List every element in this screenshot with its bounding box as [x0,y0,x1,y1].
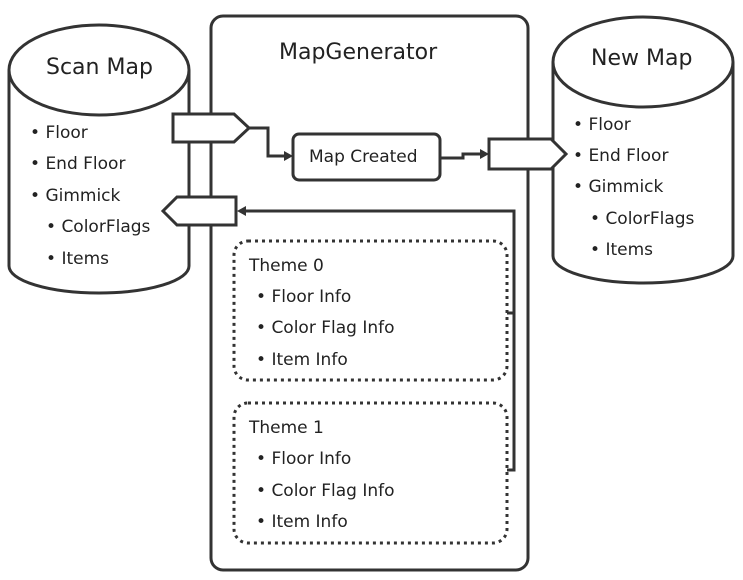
theme1-feedback-line [507,313,516,472]
theme-0-box [232,239,509,382]
new-map-item-end-floor: End Floor [573,146,668,166]
theme-0-title: Theme 0 [249,256,324,276]
output-connector [487,137,569,171]
theme-1-box [232,401,509,545]
new-map-subitem-colorflags: ColorFlags [590,209,694,229]
theme-1-item-floor-info: Floor Info [256,449,351,469]
map-created-label: Map Created [309,147,418,167]
return-connector [160,195,238,227]
arrowhead-new-map [480,149,489,159]
scan-map-item-gimmick: Gimmick [30,186,120,206]
input-connector [171,112,252,144]
scan-map-item-end-floor: End Floor [30,154,125,174]
scan-map-subitem-items: Items [46,249,109,269]
theme-feedback-line [244,209,516,315]
theme-1-item-color-flag-info: Color Flag Info [256,481,394,501]
theme-1-item-item-info: Item Info [256,512,347,532]
scan-map-item-floor: Floor [30,123,87,143]
new-map-item-floor: Floor [573,115,630,135]
new-map-title: New Map [591,46,693,71]
theme-0-item-color-flag-info: Color Flag Info [256,318,394,338]
arrow-to-new-map [440,152,482,160]
theme-0-item-floor-info: Floor Info [256,287,351,307]
new-map-subitem-items: Items [590,240,653,260]
arrow-to-map-created [249,126,286,158]
scan-map-subitem-colorflags: ColorFlags [46,217,150,237]
theme-1-title: Theme 1 [249,418,324,438]
scan-map-title: Scan Map [46,55,153,80]
arrowhead-return [237,206,246,216]
arrowhead-map-created [284,151,293,161]
map-generator-title: MapGenerator [279,40,438,65]
new-map-item-gimmick: Gimmick [573,177,663,197]
theme-0-item-item-info: Item Info [256,350,347,370]
